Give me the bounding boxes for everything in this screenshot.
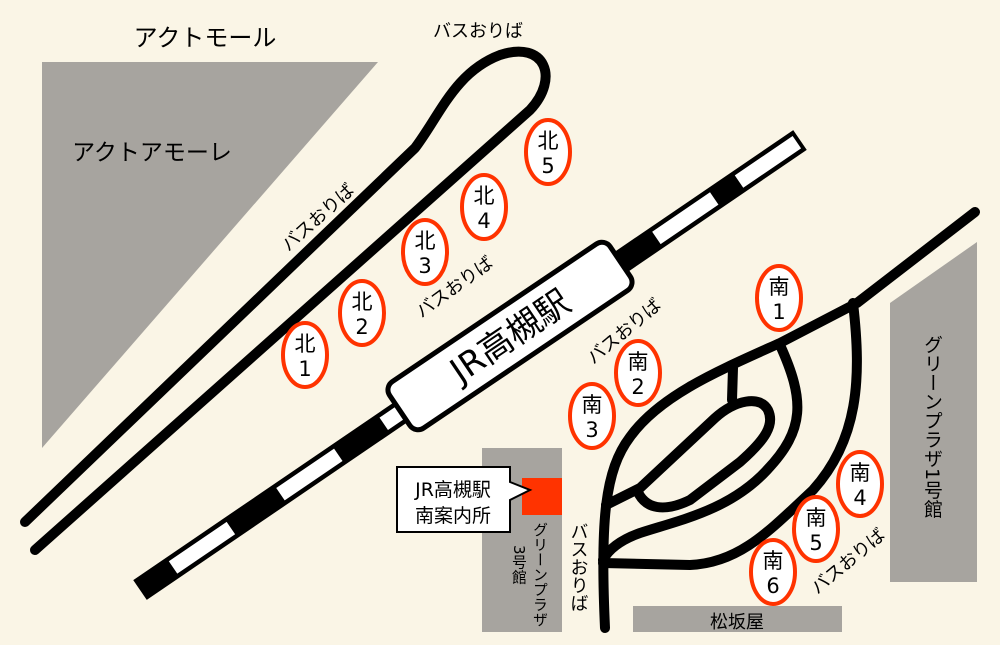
info-center-line2: 南案内所 xyxy=(415,505,491,527)
bus-stop-label: 南 xyxy=(806,506,827,530)
bus-stop-marker xyxy=(792,495,840,563)
bus-stop-label: 南 xyxy=(582,393,603,417)
info-center-callout: JR高槻駅 南案内所 xyxy=(396,466,533,533)
bus-stop-marker xyxy=(568,382,616,450)
matsuzakaya-label: 松坂屋 xyxy=(710,612,764,633)
bus-stop-marker xyxy=(836,450,884,518)
bus-stop-marker xyxy=(281,321,329,389)
bus-stop-label: 1 xyxy=(298,357,311,381)
bus-stop-south-6[interactable]: 南6 xyxy=(749,538,797,606)
bus-dropoff-label-top: バスおりば xyxy=(433,21,523,42)
bus-stop-label: 4 xyxy=(477,209,490,233)
bus-stop-label: 1 xyxy=(772,300,785,324)
bus-stop-marker xyxy=(524,118,572,186)
bus-stop-south-2[interactable]: 南2 xyxy=(614,339,662,407)
bus-stop-marker xyxy=(749,538,797,606)
north-bus-road xyxy=(20,46,551,555)
bus-stop-label: 2 xyxy=(631,375,644,399)
bus-stop-label: 北 xyxy=(295,332,316,356)
bus-stop-marker xyxy=(401,218,449,286)
act-amore-label: アクトアモーレ xyxy=(72,140,232,166)
green-plaza-3-suffix: 3号館 xyxy=(510,545,528,585)
bus-stop-label: 北 xyxy=(538,129,559,153)
bus-stop-label: 南 xyxy=(628,350,649,374)
bus-stop-marker xyxy=(460,173,508,241)
green-plaza-1-label: グリーンプラザ1号館 xyxy=(921,335,943,518)
info-center-line1: JR高槻駅 xyxy=(414,479,491,501)
bus-stop-label: 南 xyxy=(769,275,790,299)
bus-dropoff-label-vertical: バスおりば xyxy=(568,522,589,612)
bus-stop-label: 5 xyxy=(541,154,554,178)
bus-stop-north-1[interactable]: 北1 xyxy=(281,321,329,389)
bus-stop-label: 南 xyxy=(850,461,871,485)
bus-stop-label: 5 xyxy=(809,531,822,555)
bus-stop-marker xyxy=(755,264,803,332)
green-plaza-1-building xyxy=(890,242,977,582)
bus-stop-label: 6 xyxy=(766,574,779,598)
act-amore-building xyxy=(42,62,378,448)
bus-stop-marker xyxy=(614,339,662,407)
info-center-marker[interactable] xyxy=(522,478,562,515)
bus-stop-label: 2 xyxy=(355,315,368,339)
mall-title: アクトモール xyxy=(134,24,277,52)
bus-stop-south-5[interactable]: 南5 xyxy=(792,495,840,563)
bus-stop-label: 北 xyxy=(474,184,495,208)
bus-stop-south-3[interactable]: 南3 xyxy=(568,382,616,450)
bus-stop-label: 北 xyxy=(352,290,373,314)
matsuzakaya-building xyxy=(633,606,842,632)
bus-stop-south-4[interactable]: 南4 xyxy=(836,450,884,518)
bus-stop-north-5[interactable]: 北5 xyxy=(524,118,572,186)
bus-stop-label: 3 xyxy=(585,418,598,442)
bus-stop-south-1[interactable]: 南1 xyxy=(755,264,803,332)
bus-stop-label: 4 xyxy=(853,486,866,510)
bus-stop-north-4[interactable]: 北4 xyxy=(460,173,508,241)
bus-stop-label: 南 xyxy=(763,549,784,573)
south-bus-roads xyxy=(598,207,980,633)
bus-stop-label: 北 xyxy=(415,229,436,253)
bus-stop-label: 3 xyxy=(418,254,431,278)
bus-stop-north-3[interactable]: 北3 xyxy=(401,218,449,286)
green-plaza-3-label: グリーンプラザ xyxy=(531,522,549,627)
bus-stop-marker xyxy=(338,279,386,347)
bus-stop-north-2[interactable]: 北2 xyxy=(338,279,386,347)
